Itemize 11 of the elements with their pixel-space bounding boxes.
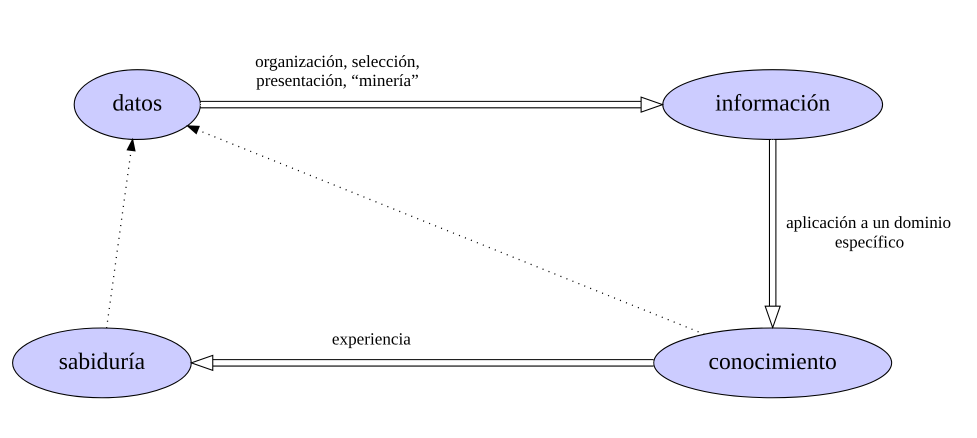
edge-label: experiencia	[332, 329, 411, 348]
node-ellipse: sabiduría	[12, 327, 192, 398]
node-ellipse: información	[662, 69, 884, 140]
arrow	[764, 140, 781, 330]
arrow	[106, 138, 136, 328]
edge-label: aplicación a un dominio específico	[786, 213, 952, 252]
arrow	[200, 96, 664, 113]
node-ellipse: conocimiento	[653, 327, 892, 398]
arrow	[186, 125, 705, 335]
arrow	[190, 354, 654, 372]
edge-label: organización, selección, presentación, “minería”	[255, 52, 420, 90]
